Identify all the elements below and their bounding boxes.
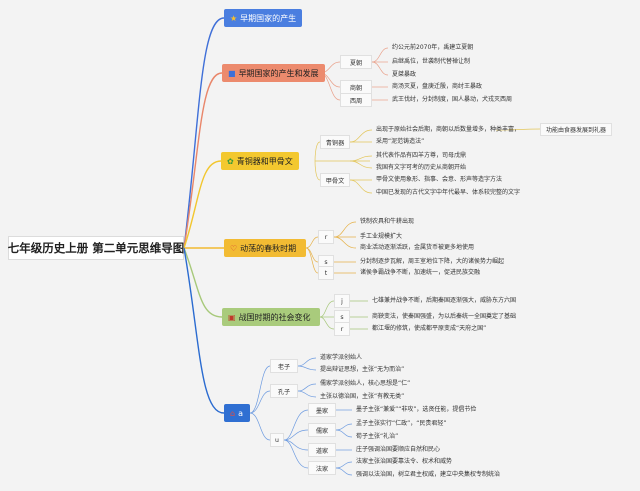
- leaf-icon: ✿: [227, 156, 234, 166]
- link-root-b1: [183, 17, 225, 249]
- leaf: 诸侯争霸战争不断，加速统一，促进民族交融: [360, 269, 481, 276]
- school-fa[interactable]: 法家: [308, 461, 336, 475]
- leaf: 其代表作品有四羊方尊，司母戊鼎: [376, 152, 467, 159]
- leaf: 甲骨文使用象形、指事、会意、形声等造字方法: [376, 176, 503, 183]
- sub-bronze[interactable]: 青铜器: [320, 135, 350, 149]
- sub-t[interactable]: t: [318, 266, 334, 280]
- leaf: 采用“泥范铸造法”: [376, 138, 425, 145]
- leaf: 启继禹位，世袭制代替禅让制: [392, 58, 471, 65]
- sub-oracle[interactable]: 甲骨文: [320, 173, 350, 187]
- sub-kongzi[interactable]: 孔子: [270, 384, 298, 398]
- link-root-b6: [183, 247, 225, 414]
- school-mo[interactable]: 墨家: [308, 403, 336, 417]
- branch-early-states-development[interactable]: ■ 早期国家的产生和发展: [222, 64, 325, 82]
- leaf: 分封制逐步瓦解，周王室地位下降，大的诸侯势力崛起: [360, 258, 505, 265]
- leaf: 七雄兼并战争不断，后期秦国逐渐强大，威胁东方六国: [372, 297, 517, 304]
- branch-label: 早期国家的产生: [240, 13, 297, 23]
- sub-r[interactable]: r: [334, 322, 350, 336]
- leaf: 都江堰的修筑，使成都平原变成“天府之国”: [372, 325, 487, 332]
- leaf: 手工业规模扩大: [360, 233, 403, 240]
- leaf: 出现于原始社会后期，商朝以后数量增多，种类丰富，: [376, 126, 521, 133]
- leaf-bronze-function: 功能由食器发展到礼器: [540, 123, 613, 136]
- link-root-b2: [183, 72, 223, 249]
- leaf: 庄子强调治国要顺应自然和民心: [356, 446, 441, 453]
- branch-bronze-oracle[interactable]: ✿ 青铜器和甲骨文: [221, 152, 299, 170]
- branch-spring-autumn[interactable]: ♡ 动荡的春秋时期: [224, 239, 306, 257]
- leaf: 商鞅变法，使秦国强盛，为以后秦统一全国奠定了基础: [372, 313, 517, 320]
- leaf: 孟子主张实行“仁政”，“民贵君轻”: [356, 420, 447, 427]
- sub-j[interactable]: j: [334, 294, 350, 308]
- branch-label: 动荡的春秋时期: [240, 243, 297, 253]
- link-root-b5: [183, 247, 223, 318]
- school-dao[interactable]: 道家: [308, 443, 336, 457]
- branch-early-states[interactable]: ★ 早期国家的产生: [224, 9, 303, 27]
- branch-label: 青铜器和甲骨文: [236, 156, 293, 166]
- leaf: 强调以法治国，树立君主权威，建立中央集权专制统治: [356, 471, 501, 478]
- sub-xizhou[interactable]: 西周: [340, 93, 372, 107]
- leaf: 儒家学派创始人，核心思想是“仁”: [320, 380, 411, 387]
- branch-label: a: [238, 408, 243, 418]
- leaf: 武王伐纣，分封制度，国人暴动，犬戎灭西周: [392, 96, 513, 103]
- branch-schools[interactable]: ⌂ a: [224, 404, 250, 422]
- leaf: 商汤灭夏，盘庚迁殷，商纣王暴政: [392, 83, 483, 90]
- sub-shang[interactable]: 商朝: [340, 80, 372, 94]
- sub-xia[interactable]: 夏朝: [340, 55, 372, 69]
- star-icon: ★: [230, 13, 238, 23]
- square-icon: ■: [228, 68, 236, 78]
- sub-r[interactable]: r: [318, 230, 334, 244]
- leaf: 道家学派创始人: [320, 354, 363, 361]
- leaf: 荀子主张“礼治”: [356, 433, 399, 440]
- leaf: 铁制农具和牛耕出现: [360, 218, 415, 225]
- leaf: 主张以德治国，主张“有教无类”: [320, 393, 405, 400]
- link-root-b3: [183, 160, 222, 249]
- leaf: 商业活动逐渐活跃，金属货币被更多地使用: [360, 244, 475, 251]
- branch-label: 战国时期的社会变化: [238, 312, 311, 322]
- root-node[interactable]: 七年级历史上册 第二单元思维导图: [8, 236, 184, 260]
- branch-warring-states[interactable]: ▣ 战国时期的社会变化: [222, 308, 320, 326]
- house-icon: ⌂: [230, 408, 236, 418]
- sub-u[interactable]: u: [270, 433, 284, 447]
- branch-label: 早期国家的产生和发展: [238, 68, 319, 78]
- sub-laozi[interactable]: 老子: [270, 359, 298, 373]
- leaf: 提出辩证思想，主张“无为而治”: [320, 366, 405, 373]
- leaf: 夏桀暴政: [392, 71, 417, 78]
- heart-icon: ♡: [230, 243, 238, 253]
- leaf: 法家主张治国要靠法令、权术和威势: [356, 458, 453, 465]
- leaf: 中国已发现的古代文字中年代最早、体系较完整的文字: [376, 189, 521, 196]
- school-ru[interactable]: 儒家: [308, 423, 336, 437]
- seal-icon: ▣: [228, 312, 236, 322]
- leaf: 墨子主张“兼爱”“非攻”，选贤任能，提倡节俭: [356, 406, 477, 413]
- leaf: 我国有文字可考的历史从商朝开始: [376, 164, 467, 171]
- leaf: 约公元前2070年，禹建立夏朝: [392, 44, 474, 51]
